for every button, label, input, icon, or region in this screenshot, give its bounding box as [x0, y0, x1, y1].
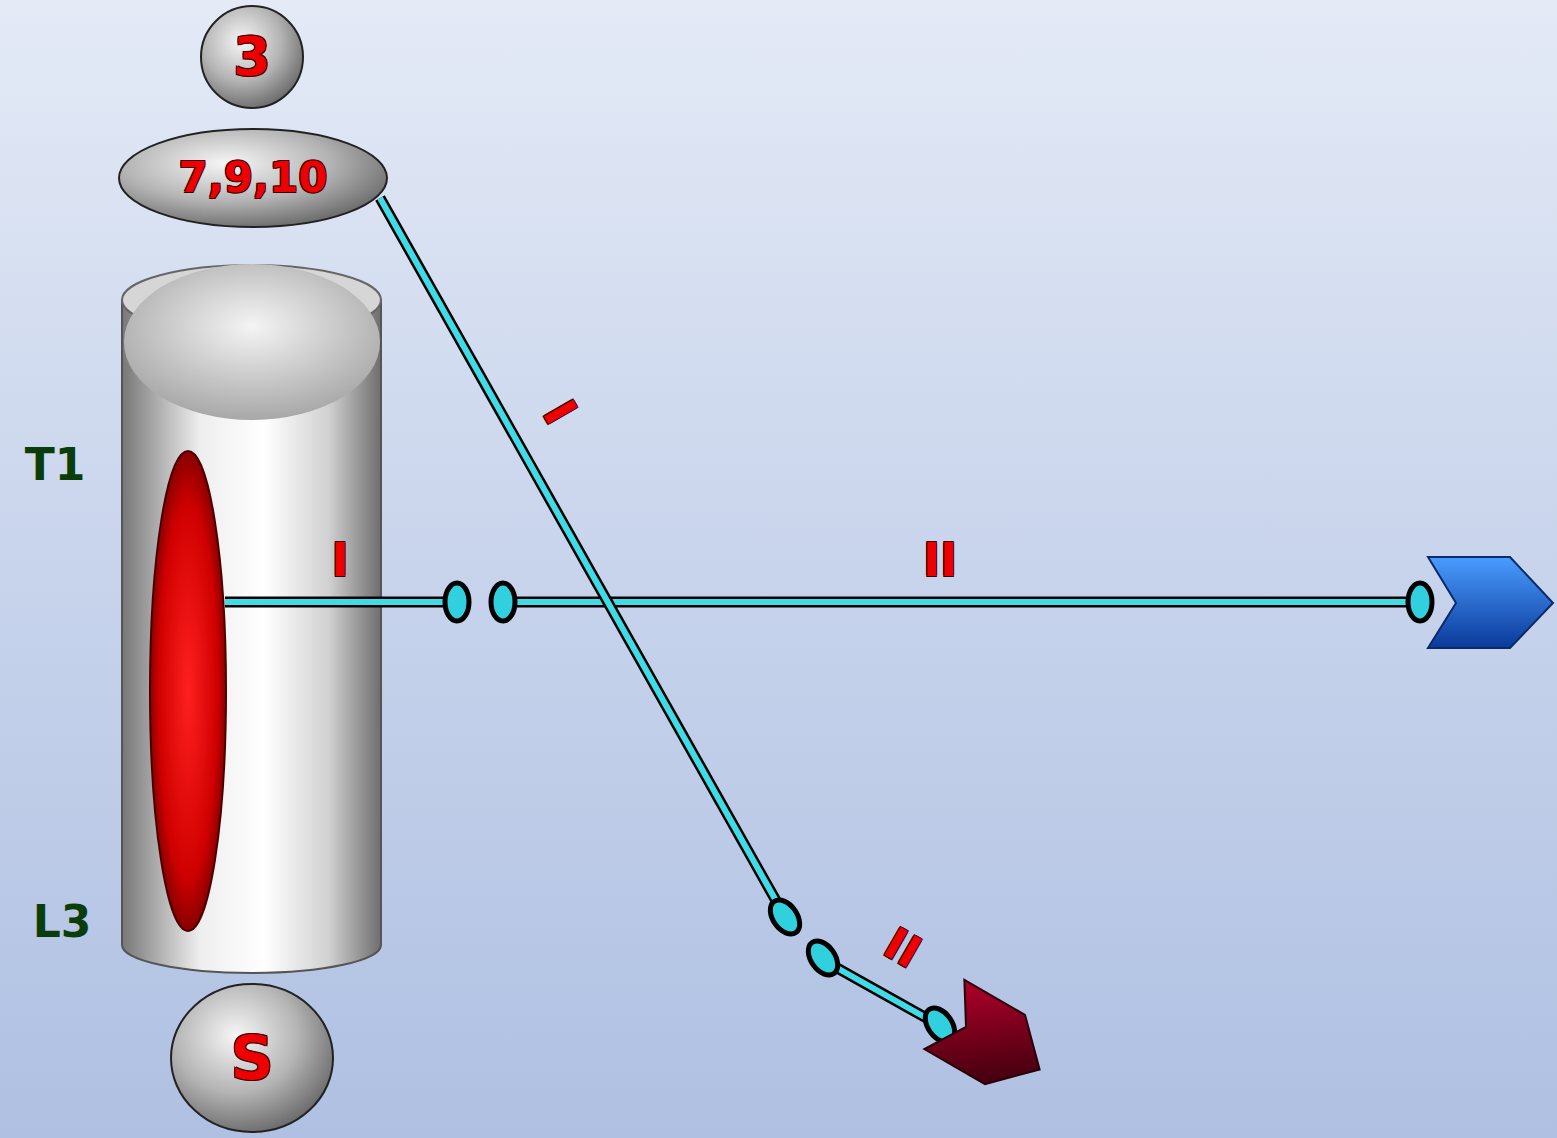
target-arrow — [924, 980, 1059, 1104]
region-bubble: 7,9,10 — [118, 128, 388, 228]
terminal — [1408, 583, 1432, 621]
ganglion — [764, 895, 805, 940]
bubble-shape — [201, 6, 303, 108]
fiber-outline — [515, 597, 1412, 608]
bubble-shape — [171, 984, 333, 1132]
nucleus — [150, 451, 226, 931]
neuron-order-label: I — [534, 392, 586, 432]
fiber — [515, 599, 1412, 605]
ganglion — [491, 583, 515, 621]
fiber — [380, 198, 779, 906]
region-number: 7,9,10 — [179, 155, 328, 201]
region-bubble: 3 — [200, 5, 304, 109]
neuron-order-label: II — [923, 535, 957, 586]
horizontal-pathway — [225, 557, 1553, 648]
region-bubble: S — [170, 983, 334, 1133]
neuron-order-label: I — [331, 535, 348, 586]
region-number: S — [230, 1025, 273, 1091]
target-arrow — [1428, 557, 1553, 648]
segment-label: L3 — [33, 898, 92, 946]
ganglion — [445, 583, 469, 621]
fiber-outline — [225, 597, 445, 608]
segment-label: T1 — [25, 441, 86, 489]
bubble-shape — [119, 129, 387, 227]
neuron-order-label: II — [876, 919, 929, 977]
ganglion — [802, 936, 843, 981]
fiber — [225, 599, 445, 605]
cord-cap — [124, 264, 380, 420]
region-number: 3 — [233, 27, 271, 86]
diagonal-pathway — [380, 198, 1060, 1104]
fiber-outline — [380, 198, 779, 906]
spinal-cord — [122, 264, 381, 973]
fiber — [830, 964, 930, 1020]
fiber-outline — [830, 964, 930, 1020]
